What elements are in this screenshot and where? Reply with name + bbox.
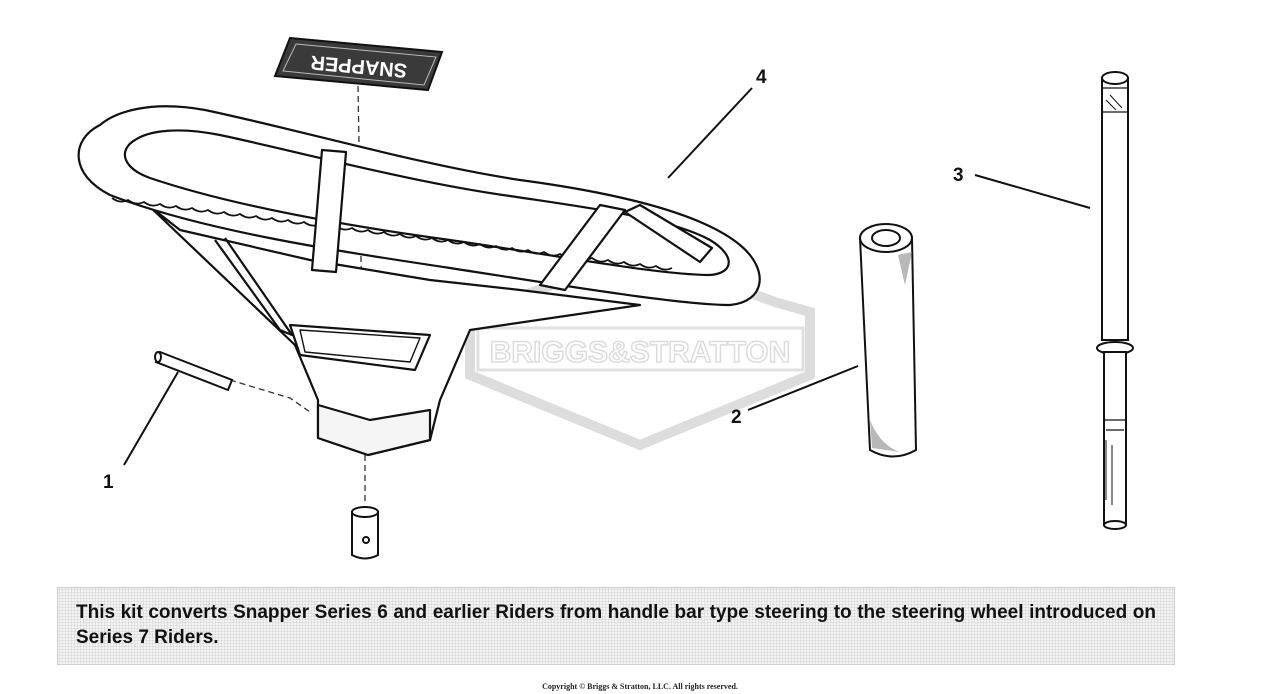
- callout-4: 4: [756, 67, 767, 88]
- roll-pin: [154, 350, 234, 392]
- parts-diagram: BRIGGS&STRATTON SNAPPER: [77, 36, 1134, 560]
- watermark-text: BRIGGS&STRATTON: [490, 336, 791, 369]
- kit-note-text: This kit converts Snapper Series 6 and e…: [76, 602, 1156, 648]
- callout-3: 3: [953, 165, 964, 186]
- callout-leaders: [123, 87, 1091, 466]
- callout-2: 2: [731, 407, 742, 428]
- steering-wheel: [77, 105, 761, 457]
- briggs-stratton-watermark: BRIGGS&STRATTON: [465, 262, 815, 451]
- steering-sleeve: [858, 223, 918, 458]
- steering-shaft: [1096, 71, 1134, 530]
- callout-1: 1: [103, 472, 114, 493]
- copyright-notice: Copyright © Briggs & Stratton, LLC. All …: [542, 682, 738, 691]
- kit-note-box: This kit converts Snapper Series 6 and e…: [57, 587, 1175, 665]
- snapper-decal: SNAPPER: [273, 36, 444, 92]
- hub-adapter: [351, 506, 379, 560]
